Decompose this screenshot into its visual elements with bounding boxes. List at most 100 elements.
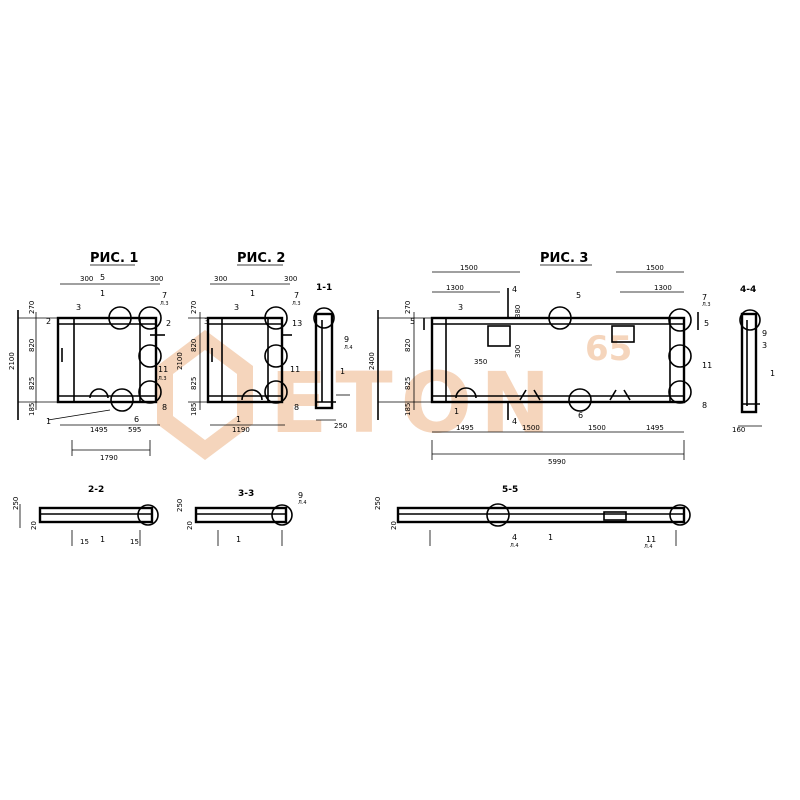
figure-2-title: РИС. 2	[237, 251, 285, 266]
fig3-label-5-left: 5	[410, 317, 415, 326]
fig3-dim-270: 270	[404, 301, 412, 314]
fig3-dim-1500-right: 1500	[646, 264, 664, 272]
fig2-dim-1190: 1190	[232, 426, 250, 434]
fig3-label-7: 7	[702, 293, 707, 302]
s22-dim-20: 20	[30, 521, 38, 530]
fig1-label-12: 2	[166, 319, 171, 328]
s22-dim-15-left: 15	[80, 538, 89, 546]
section-4-4-title: 4-4	[740, 285, 756, 295]
s55-label-11: 11	[646, 535, 656, 544]
fig1-dim-825: 825	[28, 377, 36, 390]
fig1-dim-1790: 1790	[100, 454, 118, 462]
fig1-dim-185: 185	[28, 403, 36, 416]
fig1-dim-2100: 2100	[8, 352, 16, 370]
s44-label-3: 3	[762, 341, 767, 350]
fig2-label-8: 8	[294, 403, 299, 412]
s33-dim-20: 20	[186, 521, 194, 530]
fig1-label-6: 6	[134, 415, 139, 424]
section-5-5-title: 5-5	[502, 485, 518, 495]
s55-label-4: 4	[512, 533, 517, 542]
fig1-sheet-l3-b: Л.3	[158, 376, 167, 382]
fig2-label-13: 13	[292, 319, 302, 328]
fig1-label-11: 11	[158, 365, 168, 374]
fig3-dim-1500-b2: 1500	[588, 424, 606, 432]
fig1-label-1: 1	[100, 289, 105, 298]
fig3-label-1: 1	[454, 407, 459, 416]
s44-label-1: 1	[770, 369, 775, 378]
s33-dim-250: 250	[176, 499, 184, 512]
fig2-label-3b: 3	[204, 317, 209, 326]
s55-dim-250: 250	[374, 497, 382, 510]
fig2-dim-185: 185	[190, 403, 198, 416]
fig2-dim-300-left: 300	[214, 275, 227, 283]
fig3-dim-2400: 2400	[368, 352, 376, 370]
fig3-label-11: 11	[702, 361, 712, 370]
fig2-label-1-bottom: 1	[236, 415, 241, 424]
section-2-2-title: 2-2	[88, 485, 104, 495]
fig1-dim-300-right: 300	[150, 275, 163, 283]
s11-label-1: 1	[340, 367, 345, 376]
fig1-dim-1495: 1495	[90, 426, 108, 434]
fig3-dim-1300-right: 1300	[654, 284, 672, 292]
fig3-dim-820: 820	[404, 339, 412, 352]
fig1-sheet-l3-a: Л.3	[160, 301, 169, 307]
s11-dim-250: 250	[334, 422, 347, 430]
fig1-label-8: 8	[162, 403, 167, 412]
fig3-label-6: 6	[578, 411, 583, 420]
fig2-label-11: 11	[290, 365, 300, 374]
fig3-label-4-top: 4	[512, 285, 517, 294]
s55-sheet-l4-b: Л.4	[644, 544, 653, 550]
fig3-dim-1495-left: 1495	[456, 424, 474, 432]
fig1-label-5: 5	[100, 273, 105, 282]
s33-label-1: 1	[236, 535, 241, 544]
section-2-2-drawing	[19, 504, 159, 546]
s11-label-9: 9	[344, 335, 349, 344]
fig1-label-2: 2	[46, 317, 51, 326]
figure-3-drawing	[377, 271, 699, 460]
fig1-dim-270: 270	[28, 301, 36, 314]
s55-sheet-l4-a: Л.4	[510, 543, 519, 549]
section-3-3-drawing	[194, 504, 293, 546]
fig2-dim-270: 270	[190, 301, 198, 314]
s44-dim-160: 160	[732, 426, 745, 434]
fig1-dim-820: 820	[28, 339, 36, 352]
section-3-3-title: 3-3	[238, 489, 254, 499]
fig3-dim-380: 380	[514, 305, 522, 318]
fig3-dim-1495-right: 1495	[646, 424, 664, 432]
s55-dim-20: 20	[390, 521, 398, 530]
fig2-dim-820: 820	[190, 339, 198, 352]
s22-label-1: 1	[100, 535, 105, 544]
s55-label-1: 1	[548, 533, 553, 542]
fig1-label-3: 3	[76, 303, 81, 312]
fig1-label-1-bottom: 1	[46, 417, 51, 426]
s22-dim-250: 250	[12, 497, 20, 510]
fig2-dim-2100: 2100	[176, 352, 184, 370]
section-5-5-drawing	[396, 503, 691, 546]
fig3-label-5-top: 5	[576, 291, 581, 300]
fig3-dim-1500-b1: 1500	[522, 424, 540, 432]
fig2-label-1: 1	[250, 289, 255, 298]
section-1-1-title: 1-1	[316, 283, 332, 293]
s33-sheet-l4: Л.4	[298, 500, 307, 506]
section-1-1-drawing	[313, 307, 350, 421]
fig2-dim-300-right: 300	[284, 275, 297, 283]
s44-label-9: 9	[762, 329, 767, 338]
watermark-small-text: 65	[585, 329, 632, 369]
figure-3-title: РИС. 3	[540, 251, 588, 266]
fig2-label-7: 7	[294, 291, 299, 300]
s11-sheet-l4: Л.4	[344, 345, 353, 351]
fig1-dim-300-left: 300	[80, 275, 93, 283]
s22-dim-15-right: 15	[130, 538, 139, 546]
watermark-logo-mark	[157, 330, 253, 460]
s33-label-9: 9	[298, 491, 303, 500]
fig2-label-3: 3	[234, 303, 239, 312]
figure-2-drawing	[188, 283, 292, 426]
fig3-label-8: 8	[702, 401, 707, 410]
fig3-sheet-l3: Л.3	[702, 302, 711, 308]
fig3-dim-1300-left: 1300	[446, 284, 464, 292]
fig3-dim-185: 185	[404, 403, 412, 416]
fig3-dim-1500-left: 1500	[460, 264, 478, 272]
fig3-label-3: 3	[458, 303, 463, 312]
fig3-dim-350: 350	[474, 358, 487, 366]
fig3-label-5-right: 5	[704, 319, 709, 328]
